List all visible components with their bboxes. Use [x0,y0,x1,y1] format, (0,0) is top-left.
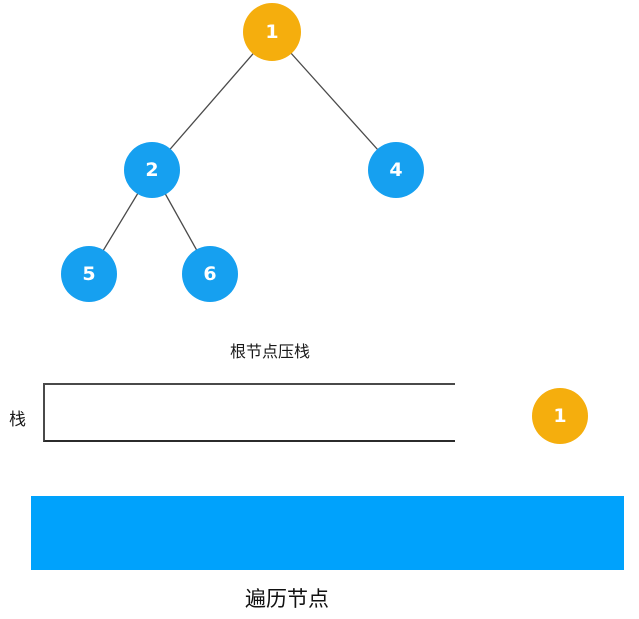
node-label: 5 [82,263,96,285]
traversal-caption: 遍历节点 [245,587,329,611]
stack-box [43,383,455,442]
traversal-bar [31,496,624,570]
tree-node-1: 1 [243,3,301,61]
pending-node: 1 [532,388,588,444]
stack-label: 栈 [9,410,26,430]
tree-node-6: 6 [182,246,238,302]
node-label: 2 [145,159,159,181]
node-label: 4 [389,159,403,181]
stack-caption: 根节点压栈 [229,342,310,361]
tree-node-5: 5 [61,246,117,302]
tree-edge-1-2 [151,31,273,171]
pending-node-label: 1 [553,405,567,427]
tree-node-2: 2 [124,142,180,198]
node-label: 6 [203,263,217,285]
tree-node-4: 4 [368,142,424,198]
tree-edge-1-4 [271,31,397,171]
node-label: 1 [265,21,279,43]
